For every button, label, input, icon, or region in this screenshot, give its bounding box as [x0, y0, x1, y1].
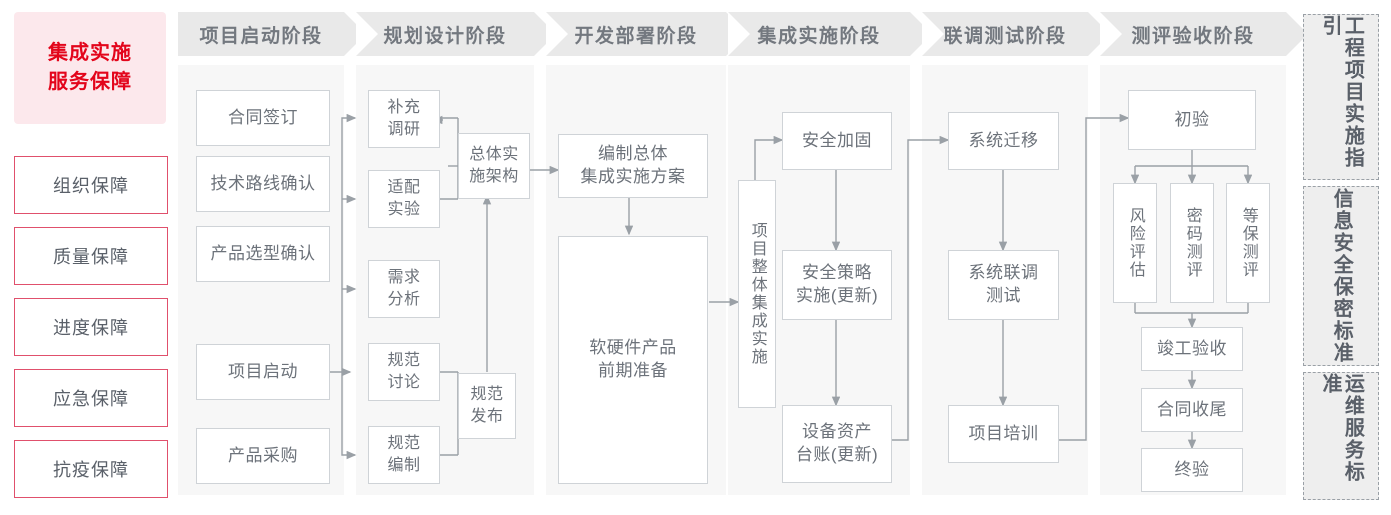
node-spec-release[interactable]: 规范发布	[458, 373, 516, 439]
standard-label: 工程项目实施指引	[1319, 15, 1364, 169]
node-line-2: 施架构	[469, 168, 519, 185]
node-line-1: 适配	[387, 179, 421, 197]
node-preliminary-acceptance[interactable]: 初验	[1128, 90, 1256, 150]
phase-header-label: 集成实施阶段	[757, 25, 881, 47]
standard-label: 运维服务标准	[1319, 373, 1364, 483]
phase-header-planning-design[interactable]: 规划设计阶段	[356, 12, 556, 56]
node-line-2: 台账(更新)	[795, 445, 879, 464]
guarantee-item-emergency[interactable]: 应急保障	[14, 369, 168, 427]
phase-header-label: 规划设计阶段	[383, 25, 507, 47]
node-line-1: 安全策略	[801, 263, 872, 283]
node-line-1: 规范	[387, 435, 421, 453]
node-final-acceptance[interactable]: 终验	[1141, 448, 1243, 492]
node-security-hardening[interactable]: 安全加固	[782, 112, 892, 170]
guarantee-title-card: 集成实施 服务保障	[14, 12, 166, 124]
guarantee-title-line-1: 集成实施	[48, 42, 132, 64]
node-system-migration[interactable]: 系统迁移	[948, 112, 1059, 170]
node-asset-ledger-update[interactable]: 设备资产台账(更新)	[782, 405, 892, 483]
node-line-1: 补充	[387, 99, 421, 117]
node-security-policy-update[interactable]: 安全策略实施(更新)	[782, 250, 892, 320]
node-line-2: 发布	[470, 408, 504, 425]
node-hw-sw-preparation[interactable]: 软硬件产品前期准备	[558, 236, 708, 484]
phase-header-acceptance[interactable]: 测评验收阶段	[1100, 12, 1308, 56]
phase-header-label: 开发部署阶段	[574, 25, 698, 47]
node-mlps-evaluation[interactable]: 等保测评	[1226, 183, 1270, 303]
standard-panel-ops-service-standard[interactable]: 运维服务标准	[1303, 372, 1379, 500]
node-line-2: 编制	[387, 457, 421, 474]
phase-header-joint-testing[interactable]: 联调测试阶段	[922, 12, 1110, 56]
guarantee-title-line-2: 服务保障	[48, 71, 132, 93]
node-spec-drafting[interactable]: 规范编制	[368, 426, 440, 484]
node-spec-discussion[interactable]: 规范讨论	[368, 343, 440, 401]
guarantee-item-quality[interactable]: 质量保障	[14, 227, 168, 285]
node-overall-implementation-architecture[interactable]: 总体实施架构	[458, 133, 530, 199]
node-line-1: 规范	[387, 352, 421, 370]
node-project-training[interactable]: 项目培训	[948, 405, 1059, 463]
guarantee-item-organization[interactable]: 组织保障	[14, 156, 168, 214]
chevron-notch-icon	[1100, 12, 1122, 56]
node-line-2: 前期准备	[598, 361, 668, 380]
node-line-1: 规范	[470, 386, 504, 404]
standard-panel-engineering-guideline[interactable]: 工程项目实施指引	[1303, 14, 1379, 180]
standard-panel-infosec-standard[interactable]: 信息安全保密标准	[1303, 186, 1379, 366]
node-line-2: 实验	[387, 201, 421, 218]
phase-header-dev-deployment[interactable]: 开发部署阶段	[546, 12, 748, 56]
node-line-1: 编制总体	[598, 144, 668, 164]
node-requirement-analysis[interactable]: 需求分析	[368, 260, 440, 318]
node-line-2: 实施(更新)	[795, 286, 879, 305]
node-product-procurement[interactable]: 产品采购	[196, 428, 330, 484]
node-cryptography-evaluation[interactable]: 密码测评	[1170, 183, 1214, 303]
chevron-notch-icon	[728, 12, 750, 56]
guarantee-item-schedule[interactable]: 进度保障	[14, 298, 168, 356]
node-adaptation-experiment[interactable]: 适配实验	[368, 170, 440, 228]
guarantee-item-epidemic[interactable]: 抗疫保障	[14, 440, 168, 498]
node-line-2: 测试	[986, 286, 1021, 305]
phase-header-project-initiation[interactable]: 项目启动阶段	[178, 12, 366, 56]
node-line-1: 需求	[387, 269, 421, 287]
chevron-notch-icon	[356, 12, 378, 56]
node-contract-signing[interactable]: 合同签订	[196, 90, 330, 146]
node-product-selection[interactable]: 产品选型确认	[196, 226, 330, 282]
node-line-2: 分析	[387, 291, 421, 308]
node-contract-closure[interactable]: 合同收尾	[1141, 388, 1243, 432]
phase-header-label: 项目启动阶段	[199, 25, 323, 47]
chevron-notch-icon	[546, 12, 568, 56]
node-line-1: 系统联调	[968, 263, 1039, 283]
node-line-2: 调研	[387, 121, 421, 138]
node-project-kickoff[interactable]: 项目启动	[196, 344, 330, 400]
phase-header-label: 测评验收阶段	[1131, 25, 1255, 47]
phase-header-label: 联调测试阶段	[943, 25, 1067, 47]
node-line-2: 讨论	[387, 374, 421, 391]
node-risk-assessment[interactable]: 风险评估	[1113, 183, 1157, 303]
node-line-2: 集成实施方案	[580, 167, 686, 186]
standard-label: 信息安全保密标准	[1330, 188, 1353, 364]
node-overall-project-integration[interactable]: 项目整体集成实施	[738, 180, 776, 408]
node-supplementary-research[interactable]: 补充调研	[368, 90, 440, 148]
phase-header-integration[interactable]: 集成实施阶段	[728, 12, 932, 56]
node-line-1: 软硬件产品	[589, 338, 677, 358]
node-line-1: 总体实	[469, 146, 519, 164]
node-overall-integration-plan[interactable]: 编制总体集成实施方案	[558, 134, 708, 198]
node-line-1: 设备资产	[801, 422, 872, 442]
node-tech-route-confirm[interactable]: 技术路线确认	[196, 156, 330, 212]
node-completion-acceptance[interactable]: 竣工验收	[1141, 327, 1243, 371]
node-system-joint-test[interactable]: 系统联调测试	[948, 250, 1059, 320]
chevron-notch-icon	[922, 12, 944, 56]
